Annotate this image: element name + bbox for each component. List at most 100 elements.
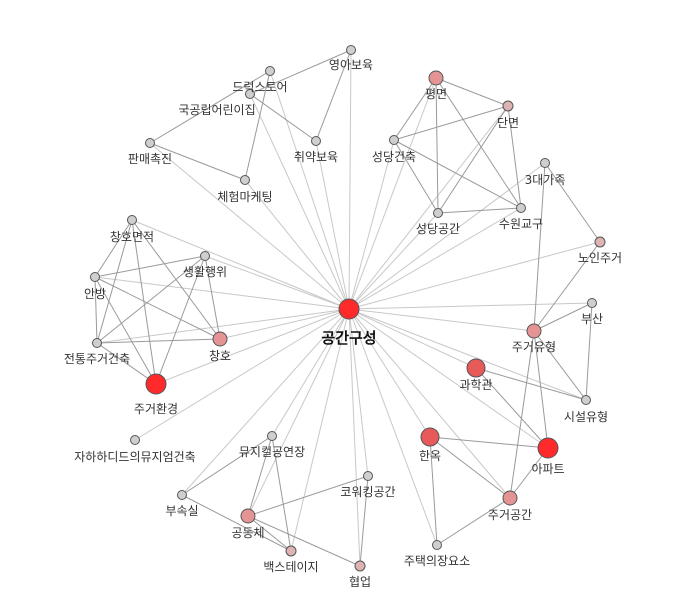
node-17[interactable] xyxy=(212,331,228,347)
node-label-26: 한옥 xyxy=(419,449,441,463)
edge-20 xyxy=(348,308,535,332)
edge-27 xyxy=(348,308,369,477)
edge-30 xyxy=(247,308,350,517)
edge-23 xyxy=(134,308,350,441)
node-8[interactable] xyxy=(502,100,514,112)
edge-57 xyxy=(94,255,206,278)
node-19[interactable] xyxy=(145,373,167,395)
node-25[interactable] xyxy=(267,431,277,441)
node-10[interactable] xyxy=(540,158,550,168)
node-6[interactable] xyxy=(311,136,321,146)
node-label-15: 생활행위 xyxy=(183,264,227,279)
node-16[interactable] xyxy=(90,272,100,282)
node-4[interactable] xyxy=(145,138,155,148)
node-12[interactable] xyxy=(516,203,526,213)
node-14[interactable] xyxy=(127,215,137,225)
edge-64 xyxy=(96,338,221,344)
node-26[interactable] xyxy=(420,427,440,447)
node-3[interactable] xyxy=(245,89,255,99)
edge-83 xyxy=(181,494,292,552)
edge-73 xyxy=(429,436,549,449)
node-11[interactable] xyxy=(433,208,443,218)
node-label-2: 드럭스토어 xyxy=(232,80,287,94)
node-22[interactable] xyxy=(466,358,486,378)
node-label-32: 백스테이지 xyxy=(263,560,318,574)
node-33[interactable] xyxy=(432,540,442,550)
node-label-1: 영아보육 xyxy=(329,58,373,72)
edge-85 xyxy=(247,515,292,552)
edge-6 xyxy=(348,77,437,310)
node-1[interactable] xyxy=(346,45,356,55)
node-label-12: 수원교구 xyxy=(499,217,543,231)
node-label-13: 노인주거 xyxy=(578,251,622,265)
edge-11 xyxy=(348,207,522,310)
edge-49 xyxy=(437,207,522,214)
node-0[interactable] xyxy=(338,298,360,320)
node-31[interactable] xyxy=(240,508,256,524)
edge-78 xyxy=(181,435,273,496)
labels-layer: 공간구성영아보육드럭스토어국공립어린이집판매촉진체험마케팅취약보육평면단면성당건… xyxy=(64,58,622,589)
edge-65 xyxy=(96,342,157,385)
node-13[interactable] xyxy=(594,236,606,248)
edge-19 xyxy=(348,302,593,310)
node-32[interactable] xyxy=(285,545,297,557)
edge-42 xyxy=(435,77,439,214)
node-34[interactable] xyxy=(354,560,366,572)
edge-70 xyxy=(475,367,549,449)
edge-18 xyxy=(155,308,350,385)
node-label-10: 3대가족 xyxy=(525,173,566,187)
edge-37 xyxy=(244,70,271,181)
edge-28 xyxy=(181,308,350,496)
node-label-16: 안방 xyxy=(84,287,106,301)
edge-25 xyxy=(348,308,431,438)
node-2[interactable] xyxy=(265,66,275,76)
edge-51 xyxy=(533,162,546,332)
edge-31 xyxy=(290,308,350,552)
edge-15 xyxy=(94,276,350,310)
node-20[interactable] xyxy=(587,298,597,308)
node-23[interactable] xyxy=(581,395,591,405)
edge-80 xyxy=(247,435,273,517)
node-label-6: 취약보육 xyxy=(294,149,338,164)
edge-84 xyxy=(247,515,361,567)
node-9[interactable] xyxy=(389,135,399,145)
node-18[interactable] xyxy=(92,338,102,348)
edge-3 xyxy=(149,142,350,310)
edge-53 xyxy=(94,219,133,278)
edge-67 xyxy=(585,302,593,401)
node-label-29: 부속실 xyxy=(165,504,198,518)
edge-0 xyxy=(348,49,352,310)
edge-56 xyxy=(131,219,157,385)
edge-82 xyxy=(359,475,369,567)
node-5[interactable] xyxy=(240,175,250,185)
edge-17 xyxy=(96,308,350,344)
edge-81 xyxy=(247,475,369,517)
edge-4 xyxy=(244,179,350,310)
node-label-24: 자하하디드의뮤지엄건축 xyxy=(74,450,195,464)
node-label-21: 주거유형 xyxy=(512,340,556,354)
node-29[interactable] xyxy=(177,490,187,500)
node-7[interactable] xyxy=(428,70,444,86)
node-27[interactable] xyxy=(537,437,559,459)
edge-43 xyxy=(435,77,522,209)
edge-9 xyxy=(348,162,546,310)
edge-2 xyxy=(249,93,350,310)
node-15[interactable] xyxy=(200,251,210,261)
edge-36 xyxy=(149,70,271,144)
node-21[interactable] xyxy=(526,323,542,339)
node-label-3: 국공립어린이집 xyxy=(178,103,255,117)
node-label-25: 뮤지컬공연장 xyxy=(239,445,305,459)
node-24[interactable] xyxy=(130,435,140,445)
edge-52 xyxy=(533,241,601,332)
edge-33 xyxy=(348,308,361,567)
edge-13 xyxy=(131,219,350,310)
node-label-22: 과학관 xyxy=(459,378,492,392)
edge-48 xyxy=(393,139,522,209)
edge-16 xyxy=(219,308,350,340)
edge-32 xyxy=(348,308,438,546)
edge-68 xyxy=(533,330,587,401)
node-28[interactable] xyxy=(363,471,373,481)
node-30[interactable] xyxy=(502,490,518,506)
edge-5 xyxy=(315,140,350,310)
